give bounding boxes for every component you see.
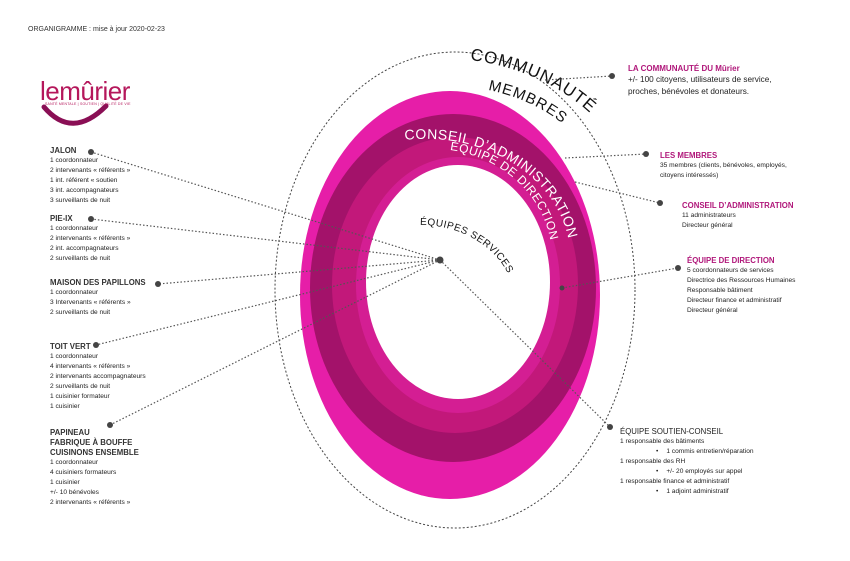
communaute-line: proches, bénévoles et donateurs. — [628, 87, 750, 96]
dot-toitvert — [93, 342, 99, 348]
logo-tagline: SANTÉ MENTALE | SOUTIEN | QUALITÉ DE VIE — [45, 102, 131, 106]
pieix-line: 2 int. accompagnateurs — [50, 245, 119, 252]
block-communaute: LA COMMUNAUTÉ DU Mûrier +/- 100 citoyens… — [628, 64, 772, 98]
connector-pieix — [90, 218, 441, 261]
direction-line: Directrice des Ressources Humaines — [687, 277, 796, 284]
block-soutien: ÉQUIPE SOUTIEN-CONSEIL 1 responsable des… — [620, 427, 754, 497]
communaute-line: +/- 100 citoyens, utilisateurs de servic… — [628, 75, 772, 84]
papillons-title: MAISON DES PAPILLONS — [50, 278, 146, 287]
dot-hub — [436, 256, 444, 264]
direction-line: Directeur finance et administratif — [687, 297, 782, 304]
toitvert-line: 2 intervenants accompagnateurs — [50, 373, 146, 380]
communaute-boundary — [274, 51, 636, 529]
pieix-line: 1 coordonnateur — [50, 225, 99, 232]
jalon-line: 3 int. accompagnateurs — [50, 187, 119, 194]
pieix-line: 2 intervenants « référents » — [50, 235, 131, 242]
block-membres: LES MEMBRES 35 membres (clients, bénévol… — [660, 151, 787, 181]
connector-soutien — [439, 259, 611, 428]
services-core — [366, 165, 550, 399]
conseil-line: Directeur général — [682, 222, 733, 229]
dot-conseil — [657, 200, 663, 206]
direction-title: ÉQUIPE DE DIRECTION — [687, 256, 775, 265]
papineau-title: FABRIQUE À BOUFFE — [50, 438, 133, 447]
dot-direction-inner — [559, 285, 565, 291]
toitvert-line: 1 cuisinier formateur — [50, 393, 110, 400]
membres-line: 35 membres (clients, bénévoles, employés… — [660, 162, 787, 169]
papineau-line: +/- 10 bénévoles — [50, 489, 99, 496]
soutien-line: 1 responsable des RH — [620, 458, 686, 465]
dot-papineau — [107, 422, 113, 428]
connector-direction — [561, 267, 679, 289]
toitvert-line: 4 intervenants « référents » — [50, 363, 131, 370]
connector-membres — [564, 153, 647, 159]
papineau-title: CUISINONS ENSEMBLE — [50, 448, 139, 457]
conseil-title: CONSEIL D’ADMINISTRATION — [682, 201, 794, 210]
toitvert-line: 2 surveillants de nuit — [50, 383, 111, 390]
membres-title: LES MEMBRES — [660, 151, 718, 160]
membres-line: citoyens intéressés) — [660, 172, 719, 179]
soutien-bullet: +/- 20 employés sur appel — [620, 467, 754, 477]
block-jalon: JALON 1 coordonnateur 2 intervenants « r… — [50, 146, 130, 206]
page-header: ORGANIGRAMME : mise à jour 2020-02-23 — [28, 26, 165, 33]
papineau-line: 2 intervenants « référents » — [50, 499, 131, 506]
dot-soutien — [607, 424, 613, 430]
toitvert-line: 1 coordonnateur — [50, 353, 99, 360]
toitvert-title: TOIT VERT — [50, 342, 91, 351]
logo-wordmark: lemûrier — [40, 76, 130, 106]
connector-dots — [88, 73, 681, 430]
block-direction: ÉQUIPE DE DIRECTION 5 coordonnateurs de … — [687, 256, 795, 316]
pieix-line: 2 surveillants de nuit — [50, 255, 111, 262]
direction-line: Directeur général — [687, 307, 738, 314]
soutien-line: 1 responsable finance et administratif — [620, 478, 730, 485]
dot-communaute — [609, 73, 615, 79]
connector-papillons — [157, 259, 441, 285]
communaute-title: LA COMMUNAUTÉ DU Mûrier — [628, 64, 740, 73]
pieix-title: PIE-IX — [50, 214, 73, 223]
logo-swoosh-icon — [41, 103, 109, 126]
soutien-title: ÉQUIPE SOUTIEN-CONSEIL — [620, 427, 724, 436]
soutien-bullet: 1 adjoint administratif — [620, 487, 754, 497]
papineau-title: PAPINEAU — [50, 428, 90, 437]
block-conseil: CONSEIL D’ADMINISTRATION 11 administrate… — [682, 201, 793, 231]
connector-toitvert — [95, 259, 441, 346]
direction-line: Responsable bâtiment — [687, 287, 753, 294]
toitvert-line: 1 cuisinier — [50, 403, 80, 410]
soutien-line: 1 responsable des bâtiments — [620, 438, 705, 445]
jalon-title: JALON — [50, 146, 77, 155]
papillons-line: 1 coordonnateur — [50, 289, 99, 296]
block-toitvert: TOIT VERT 1 coordonnateur 4 intervenants… — [50, 342, 146, 412]
direction-line: 5 coordonnateurs de services — [687, 267, 774, 274]
dot-direction — [675, 265, 681, 271]
papineau-line: 1 coordonnateur — [50, 459, 99, 466]
jalon-line: 3 surveillants de nuit — [50, 197, 111, 204]
dot-jalon — [88, 149, 94, 155]
conseil-line: 11 administrateurs — [682, 212, 736, 219]
papillons-line: 2 surveillants de nuit — [50, 309, 111, 316]
connector-communaute — [544, 75, 613, 81]
connector-jalon — [90, 151, 441, 261]
jalon-line: 2 intervenants « référents » — [50, 167, 131, 174]
block-papineau: PAPINEAU FABRIQUE À BOUFFE CUISINONS ENS… — [50, 428, 139, 508]
dot-membres — [643, 151, 649, 157]
connector-lines — [90, 75, 679, 428]
papineau-line: 1 cuisinier — [50, 479, 80, 486]
dot-papillons — [155, 281, 161, 287]
block-papillons: MAISON DES PAPILLONS 1 coordonnateur 3 I… — [50, 278, 146, 318]
dot-pieix — [88, 216, 94, 222]
jalon-line: 1 int. référent « soutien — [50, 177, 118, 184]
soutien-bullet: 1 commis entretien/réparation — [620, 447, 753, 457]
papineau-line: 4 cuisiniers formateurs — [50, 469, 117, 476]
block-pieix: PIE-IX 1 coordonnateur 2 intervenants « … — [50, 214, 130, 264]
jalon-line: 1 coordonnateur — [50, 157, 99, 164]
papillons-line: 3 Intervenants « référents » — [50, 299, 131, 306]
connector-conseil — [574, 181, 661, 204]
